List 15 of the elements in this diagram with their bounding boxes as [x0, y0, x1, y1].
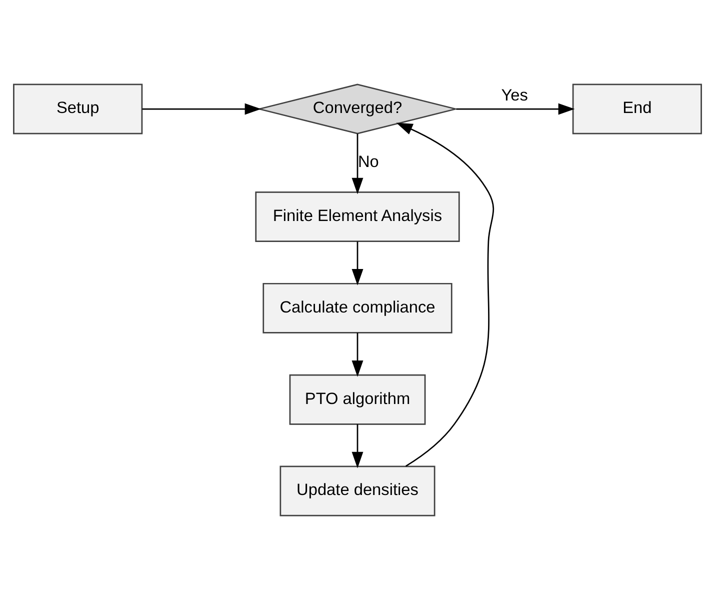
arrow: [456, 103, 575, 115]
arrow: [142, 103, 262, 115]
arrow: [396, 122, 494, 467]
node-box: End: [572, 84, 702, 134]
edge-label: No: [358, 153, 379, 172]
node-box: Finite Element Analysis: [255, 192, 460, 242]
arrow: [352, 424, 364, 468]
node-box: Calculate compliance: [262, 282, 452, 334]
arrow: [352, 134, 364, 194]
node-box: Setup: [13, 84, 143, 134]
edge-label: Yes: [501, 86, 528, 104]
arrow: [352, 332, 364, 377]
arrow: [352, 241, 364, 286]
node-box: Update densities: [280, 466, 436, 516]
node-box: PTO algorithm: [289, 374, 426, 425]
